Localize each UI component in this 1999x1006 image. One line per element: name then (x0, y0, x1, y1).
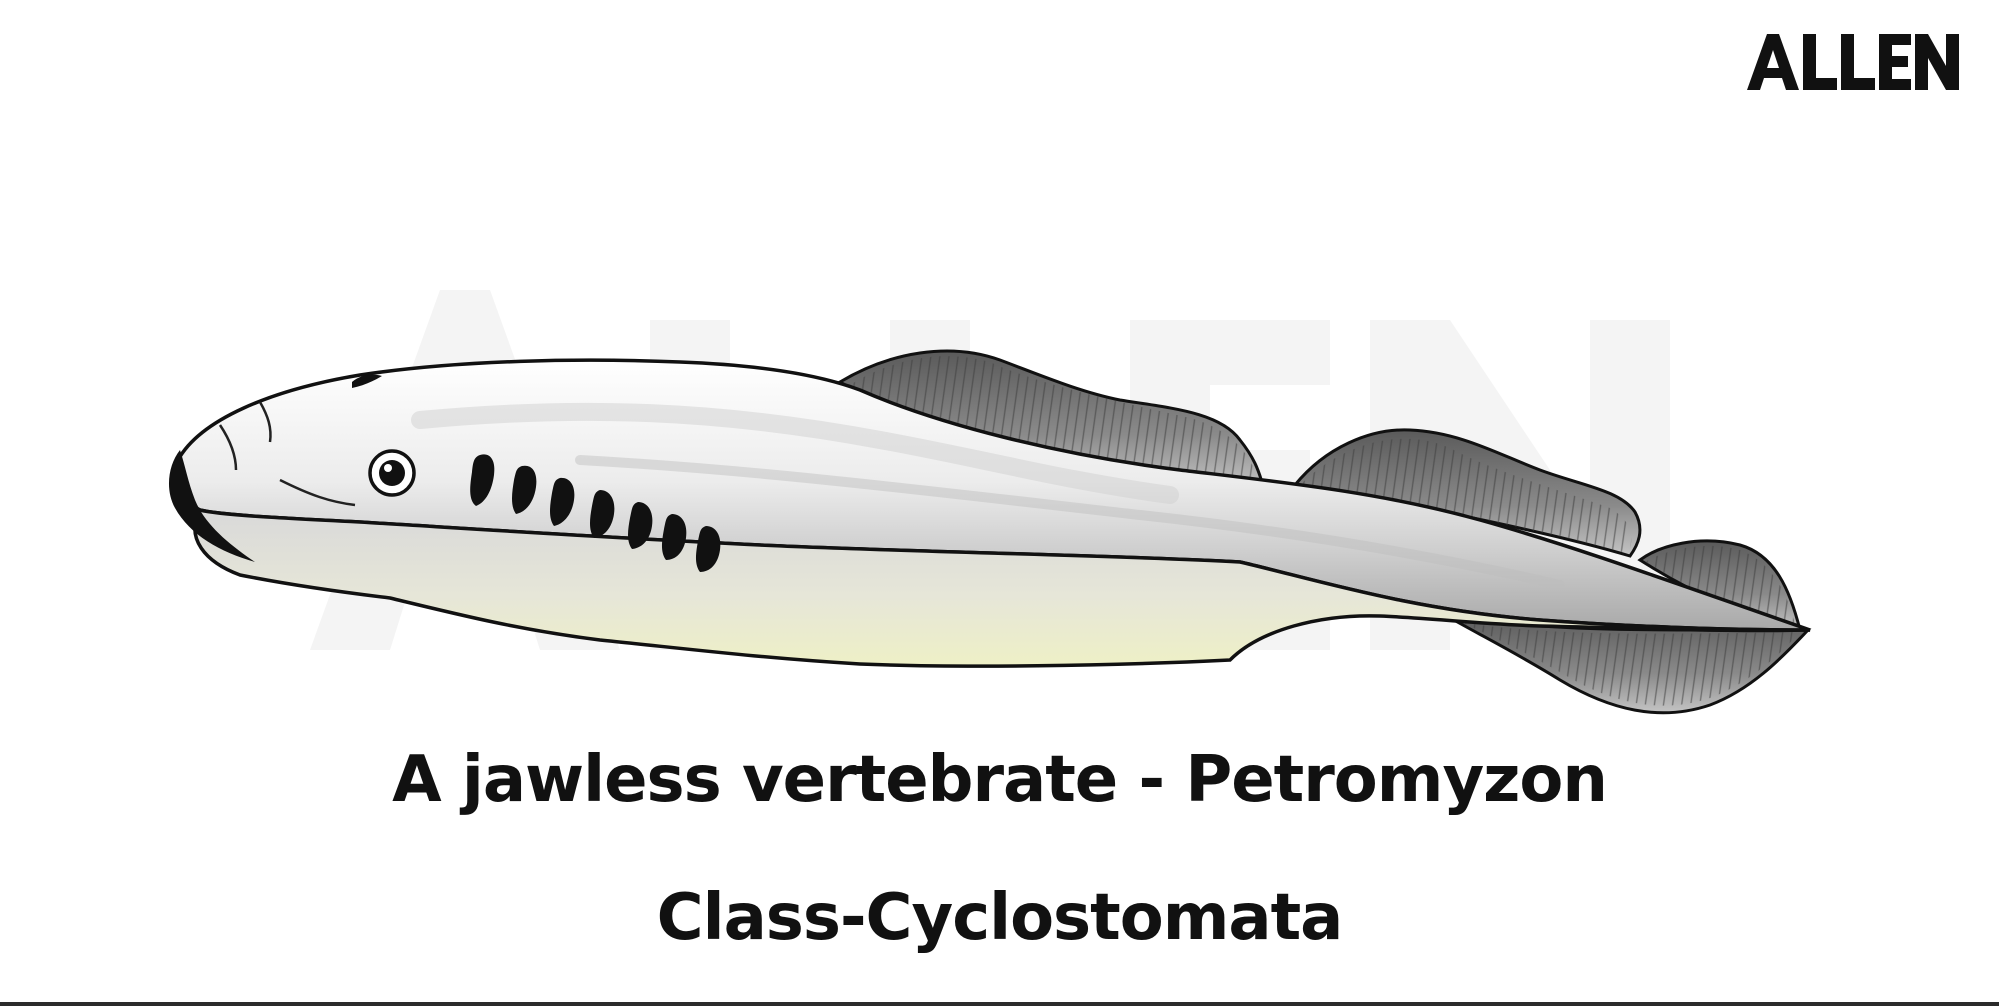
lamprey-illustration (168, 349, 1812, 715)
nostril (352, 374, 382, 388)
eye (368, 449, 416, 497)
figure-classification: Class-Cyclostomata (656, 881, 1344, 955)
gill-slits (470, 454, 721, 572)
figure-title: A jawless vertebrate - Petromyzon (392, 743, 1608, 817)
oral-disc (168, 450, 255, 562)
allen-logo (1747, 34, 1959, 90)
lamprey-belly (193, 507, 1811, 668)
bottom-border (0, 1002, 1999, 1006)
